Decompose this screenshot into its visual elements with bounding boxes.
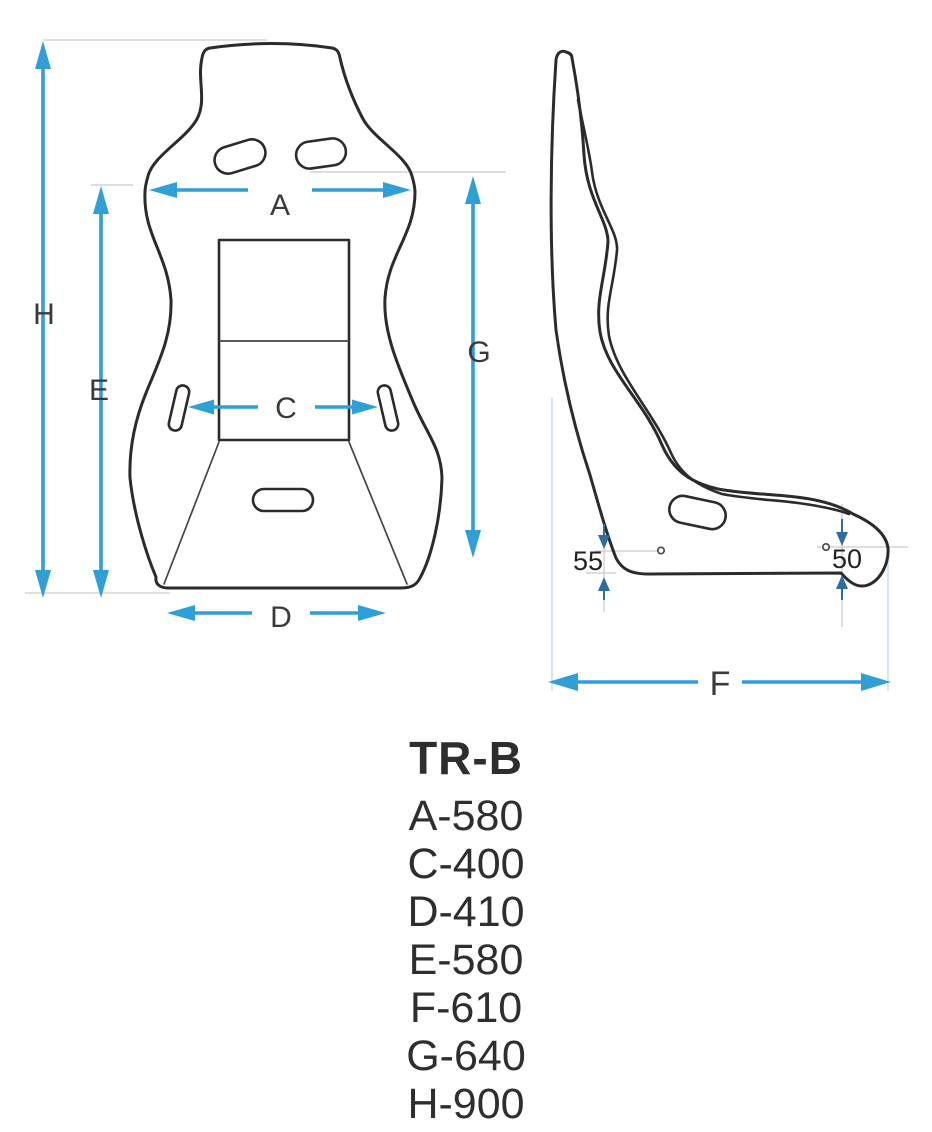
dimension-55: 55 xyxy=(573,524,610,600)
spec-row-d: D-410 xyxy=(407,888,525,936)
spec-block: TR-B A-580 C-400 D-410 E-580 F-610 G-640… xyxy=(0,732,932,1128)
dimension-c: C xyxy=(188,392,378,425)
dim-label-h: H xyxy=(33,298,55,331)
belt-slot-right xyxy=(376,384,400,432)
harness-slot-left xyxy=(213,138,267,175)
front-view xyxy=(128,42,444,590)
side-view xyxy=(549,49,890,588)
dimension-a: A xyxy=(149,182,411,222)
arrowhead-left-icon xyxy=(167,605,195,621)
model-name: TR-B xyxy=(409,732,523,784)
spec-row-g: G-640 xyxy=(406,1032,526,1080)
spec-row-f: F-610 xyxy=(409,984,523,1032)
spec-row-h: H-900 xyxy=(407,1080,525,1128)
arrowhead-down-icon xyxy=(93,570,109,598)
seat-shell-inner-edge xyxy=(576,98,851,516)
dimension-50: 50 xyxy=(832,519,862,600)
backrest-panel xyxy=(217,238,351,442)
arrowhead-left-icon xyxy=(548,673,578,691)
dimension-g: G xyxy=(465,176,491,558)
dim-label-55: 55 xyxy=(573,546,603,576)
mount-hole-rear xyxy=(656,546,665,555)
arrowhead-down-icon xyxy=(35,570,51,598)
cushion-slot xyxy=(251,487,315,513)
dim-label-g: G xyxy=(467,336,490,369)
arrowhead-up-icon xyxy=(93,186,109,214)
arrowhead-right-icon xyxy=(352,399,378,415)
belt-slot-left xyxy=(167,384,191,432)
arrowhead-up-icon xyxy=(35,41,51,69)
dimension-f: F xyxy=(548,665,891,703)
dimension-e: E xyxy=(89,186,109,598)
spec-row-c: C-400 xyxy=(407,840,525,888)
arrowhead-up-icon xyxy=(465,176,481,204)
seat-pan-edge-right xyxy=(348,441,408,585)
dim-label-d: D xyxy=(270,601,292,634)
arrowhead-right-icon xyxy=(358,605,386,621)
mount-hole-front xyxy=(821,542,830,551)
dim-label-c: C xyxy=(275,392,297,425)
small-arrowhead-down-icon xyxy=(598,535,610,549)
spec-row-a: A-580 xyxy=(408,792,524,840)
dim-label-a: A xyxy=(270,189,290,222)
small-arrowhead-up-icon xyxy=(598,577,610,591)
dim-label-50: 50 xyxy=(832,544,862,574)
dim-label-e: E xyxy=(89,374,109,407)
seat-side-outline xyxy=(549,49,890,588)
dimension-d: D xyxy=(167,601,386,634)
arrowhead-down-icon xyxy=(465,530,481,558)
dimension-h: H xyxy=(33,41,55,598)
harness-slot-right xyxy=(294,137,348,170)
dim-label-f: F xyxy=(710,665,731,703)
seat-front-outline xyxy=(128,42,444,590)
side-belt-slot xyxy=(668,494,727,531)
arrowhead-right-icon xyxy=(861,673,891,691)
arrowhead-right-icon xyxy=(383,182,411,198)
small-arrowhead-down-icon xyxy=(836,532,848,546)
seat-pan-edge-left xyxy=(163,441,220,585)
arrowhead-left-icon xyxy=(149,182,177,198)
spec-row-e: E-580 xyxy=(408,936,524,984)
diagram-canvas: H E A G C xyxy=(25,39,908,703)
arrowhead-left-icon xyxy=(188,399,214,415)
small-arrowhead-up-icon xyxy=(836,575,848,589)
